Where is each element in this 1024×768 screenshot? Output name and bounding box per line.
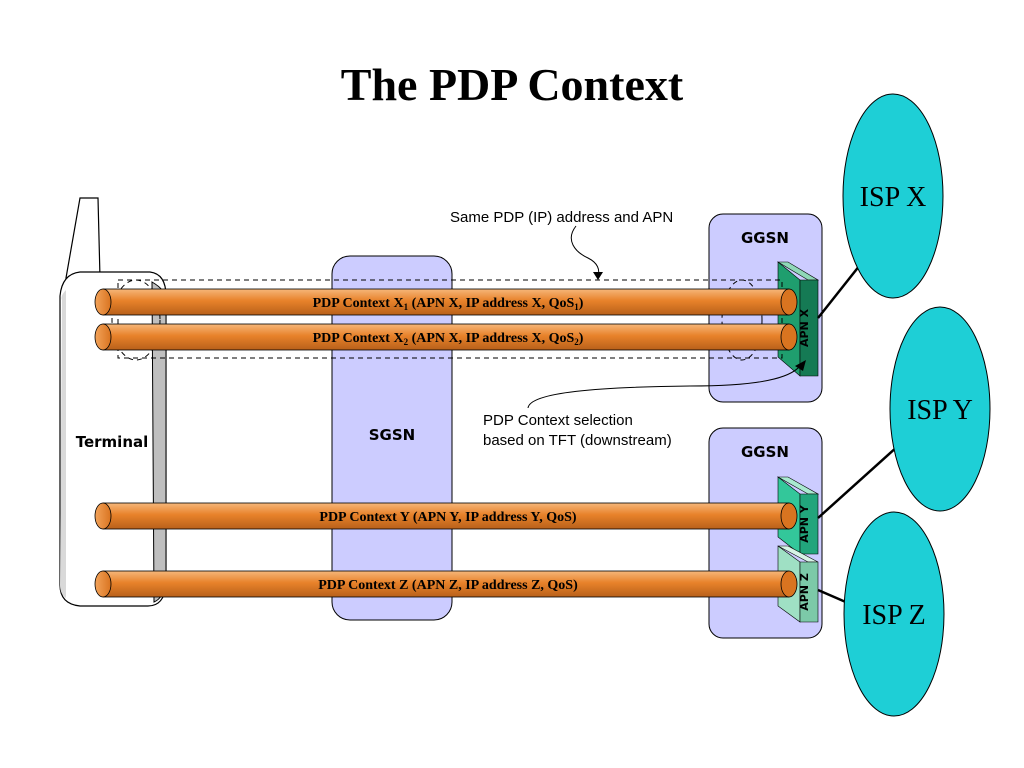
isp-z-ellipse bbox=[843, 511, 945, 717]
selection-annotation-line1: PDP Context selection bbox=[483, 412, 633, 429]
isp-x: ISP X bbox=[842, 93, 944, 299]
terminal-antenna bbox=[65, 197, 101, 279]
same-address-arrow bbox=[570, 225, 600, 277]
pipe-x1: PDP Context X1 (APN X, IP address X, QoS… bbox=[94, 288, 798, 316]
link-apn-z-isp-z bbox=[817, 588, 849, 605]
group-left-ellipse bbox=[111, 279, 161, 361]
page-title: The PDP Context bbox=[341, 59, 684, 110]
isp-y-ellipse bbox=[889, 306, 991, 512]
pipe-z-label: PDP Context Z (APN Z, IP address Z, QoS) bbox=[318, 578, 578, 593]
link-apn-x-isp-x bbox=[817, 264, 861, 319]
group-right-ellipse bbox=[721, 279, 763, 361]
apn-x-label: APN X bbox=[798, 308, 811, 347]
apn-x-block: APN X bbox=[776, 261, 820, 377]
isp-y-label: ISP Y bbox=[907, 395, 973, 426]
terminal-label: Terminal bbox=[76, 433, 149, 451]
pipe-x2: PDP Context X2 (APN X, IP address X, QoS… bbox=[94, 323, 798, 351]
ggsn-top-label: GGSN bbox=[741, 229, 789, 247]
selection-arrowhead bbox=[795, 360, 806, 371]
terminal-left-shade bbox=[60, 290, 66, 598]
link-apn-y-isp-y bbox=[817, 445, 899, 519]
pipe-y: PDP Context Y (APN Y, IP address Y, QoS) bbox=[94, 502, 798, 530]
pipe-x1-label: PDP Context X1 (APN X, IP address X, QoS… bbox=[313, 296, 584, 312]
apn-z-label: APN Z bbox=[798, 573, 811, 611]
isp-x-label: ISP X bbox=[860, 182, 927, 213]
pipe-y-label: PDP Context Y (APN Y, IP address Y, QoS) bbox=[319, 510, 577, 525]
isp-z: ISP Z bbox=[843, 511, 945, 717]
isp-x-ellipse bbox=[842, 93, 944, 299]
apn-y-label: APN Y bbox=[798, 504, 811, 543]
same-address-arrowhead bbox=[593, 272, 603, 280]
selection-arrow bbox=[527, 365, 801, 409]
selection-annotation-line2: based on TFT (downstream) bbox=[483, 432, 672, 449]
same-address-annotation: Same PDP (IP) address and APN bbox=[450, 209, 673, 226]
pipe-x2-label: PDP Context X2 (APN X, IP address X, QoS… bbox=[313, 331, 584, 347]
ggsn-bottom-label: GGSN bbox=[741, 443, 789, 461]
terminal: Terminal bbox=[59, 197, 167, 607]
same-address-group-outline bbox=[117, 279, 783, 359]
sgsn-label: SGSN bbox=[369, 426, 415, 444]
isp-z-label: ISP Z bbox=[862, 600, 926, 631]
pipe-z: PDP Context Z (APN Z, IP address Z, QoS) bbox=[94, 570, 798, 598]
isp-y: ISP Y bbox=[889, 306, 991, 512]
